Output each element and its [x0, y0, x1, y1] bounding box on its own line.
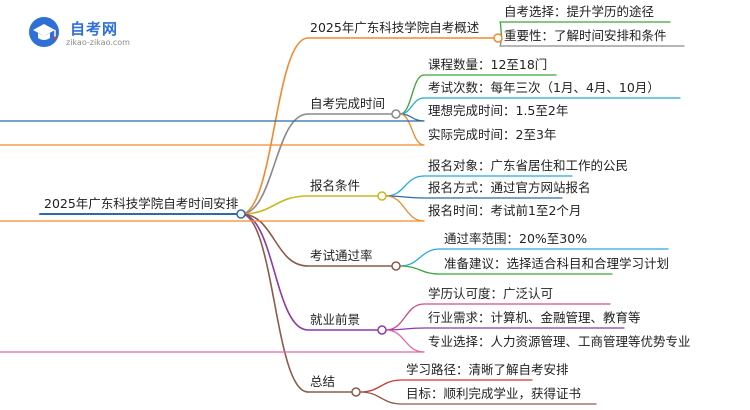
logo-url: zikao-zikao.com [66, 38, 130, 47]
leaf-label-1-0: 课程数量：12至18门 [428, 57, 548, 72]
leaf-label-1-1: 考试次数：每年三次（1月、4月、10月） [428, 80, 660, 95]
branch-knob-2[interactable] [377, 191, 387, 201]
leaf-label-4-2: 专业选择：人力资源管理、工商管理等优势专业 [428, 334, 691, 349]
leaf-label-4-0: 学历认可度：广泛认可 [428, 286, 554, 301]
branch-connector-0 [240, 37, 309, 215]
leaf-label-1-2: 理想完成时间：1.5至2年 [428, 103, 569, 118]
root-node-knob[interactable] [236, 209, 246, 219]
branch-label-3: 考试通过率 [310, 248, 373, 263]
branch-label-0: 2025年广东科技学院自考概述 [310, 20, 480, 35]
leaf-connector-1-0 [399, 74, 425, 115]
branch-label-1: 自考完成时间 [310, 96, 386, 111]
site-logo[interactable]: 自考网 zikao-zikao.com [28, 16, 138, 50]
leaf-connector-5-1 [359, 391, 403, 405]
leaf-connector-4-0 [385, 303, 425, 331]
branch-knob-5[interactable] [351, 387, 361, 397]
root-node-label: 2025年广东科技学院自考时间安排 [44, 196, 239, 211]
logo-title: 自考网 [70, 20, 119, 38]
leaf-label-5-0: 学习路径：清晰了解自考安排 [406, 362, 569, 377]
branch-label-4: 就业前景 [310, 312, 361, 327]
branch-connector-4 [240, 213, 309, 331]
leaf-label-0-1: 重要性：了解时间安排和条件 [504, 28, 667, 43]
leaf-connector-3-1 [399, 265, 441, 275]
leaf-connector-5-0 [359, 379, 403, 393]
branch-knob-0[interactable] [493, 33, 503, 43]
leaf-label-2-1: 报名方式：通过官方网站报名 [428, 180, 591, 195]
leaf-connector-2-2 [385, 195, 425, 222]
leaf-connector-2-0 [385, 175, 425, 197]
leaf-label-5-1: 目标：顺利完成学业，获得证书 [406, 386, 582, 401]
leaf-connector-3-0 [399, 248, 441, 267]
branch-label-2: 报名条件 [310, 178, 361, 193]
leaf-connector-1-3 [399, 113, 425, 146]
leaf-label-3-1: 准备建议：选择适合科目和合理学习计划 [444, 256, 670, 271]
leaf-label-4-1: 行业需求：计算机、金融管理、教育等 [428, 310, 641, 325]
leaf-label-2-2: 报名时间：考试前1至2个月 [428, 203, 582, 218]
leaf-label-1-3: 实际完成时间：2至3年 [428, 127, 557, 142]
branch-connector-3 [240, 213, 309, 267]
leaf-label-0-0: 自考选择：提升学历的途径 [504, 4, 655, 19]
leaf-connector-4-2 [385, 329, 425, 353]
branch-knob-1[interactable] [391, 109, 401, 119]
graduation-cap-icon [29, 17, 59, 47]
branch-label-5: 总结 [310, 374, 336, 389]
branch-connector-2 [240, 195, 309, 215]
branch-knob-4[interactable] [377, 325, 387, 335]
leaf-label-2-0: 报名对象：广东省居住和工作的公民 [428, 158, 629, 173]
branch-knob-3[interactable] [391, 261, 401, 271]
branch-connector-1 [240, 113, 309, 215]
leaf-label-3-0: 通过率范围：20%至30% [444, 231, 588, 246]
leaf-connector-1-1 [399, 97, 425, 115]
